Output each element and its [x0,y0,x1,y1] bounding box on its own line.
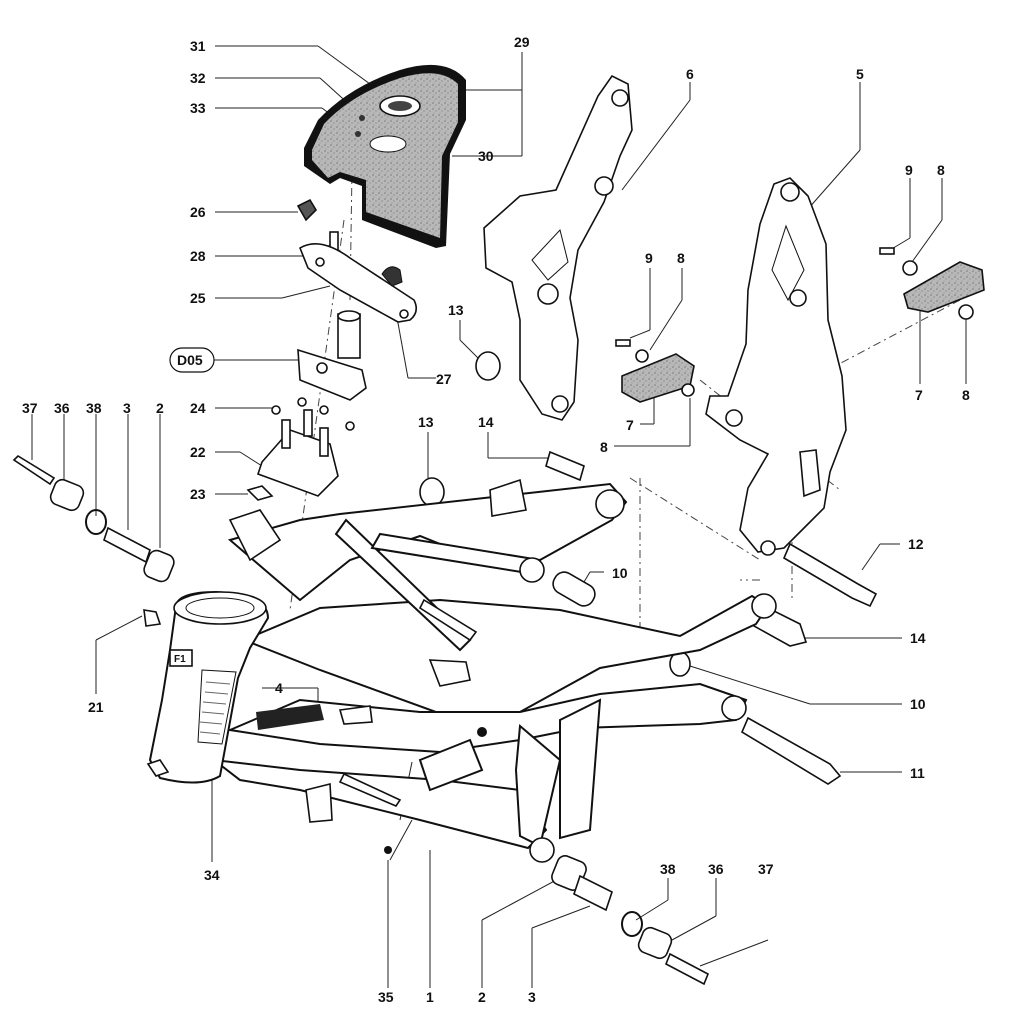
callout-4: 4 [275,680,283,696]
svg-text:F1: F1 [174,654,186,665]
callout-24: 24 [190,400,206,416]
main-trellis-frame [210,478,777,863]
callout-21: 21 [88,699,104,715]
callout-d05: D05 [177,352,203,368]
callout-5: 5 [856,66,864,82]
callout-12: 12 [908,536,924,552]
callout-6: 6 [686,66,694,82]
callout-35: 35 [378,989,394,1005]
callout-1: 1 [426,989,434,1005]
callout-10a: 10 [612,565,628,581]
part-callouts: 31 32 33 29 30 26 28 25 27 24 22 23 D05 … [22,34,970,1005]
callout-31: 31 [190,38,206,54]
callout-3a: 3 [123,400,131,416]
callout-8d: 8 [962,387,970,403]
callout-38a: 38 [86,400,102,416]
callout-14a: 14 [478,414,494,430]
callout-29: 29 [514,34,530,50]
callout-33: 33 [190,100,206,116]
callout-22: 22 [190,444,206,460]
callout-36b: 36 [708,861,724,877]
callout-23: 23 [190,486,206,502]
callout-7b: 7 [915,387,923,403]
callout-36a: 36 [54,400,70,416]
callout-8b: 8 [600,439,608,455]
callout-3b: 3 [528,989,536,1005]
steering-head-tube: F1 [146,590,324,784]
mounting-clamps [615,247,985,403]
right-footpeg-bracket [705,177,847,556]
callout-8a: 8 [677,250,685,266]
callout-2a: 2 [156,400,164,416]
callout-27: 27 [436,371,452,387]
callout-34: 34 [204,867,220,883]
callout-37b: 37 [758,861,774,877]
callout-37a: 37 [22,400,38,416]
left-footpeg-bracket [483,74,633,421]
engine-mount-left [12,454,175,627]
callout-7a: 7 [626,417,634,433]
callout-30: 30 [478,148,494,164]
heat-shield-panel [304,64,466,248]
engine-mount-right [551,855,710,986]
d05-badge [169,347,215,373]
callout-13b: 13 [418,414,434,430]
steering-head-parts [246,198,418,501]
callout-28: 28 [190,248,206,264]
callout-38b: 38 [660,861,676,877]
callout-8c: 8 [937,162,945,178]
callout-9b: 9 [905,162,913,178]
callout-32: 32 [190,70,206,86]
callout-25: 25 [190,290,206,306]
callout-2b: 2 [478,989,486,1005]
callout-9a: 9 [645,250,653,266]
callout-11: 11 [910,765,925,781]
callout-13a: 13 [448,302,464,318]
callout-10b: 10 [910,696,926,712]
callout-14b: 14 [910,630,926,646]
callout-26: 26 [190,204,206,220]
